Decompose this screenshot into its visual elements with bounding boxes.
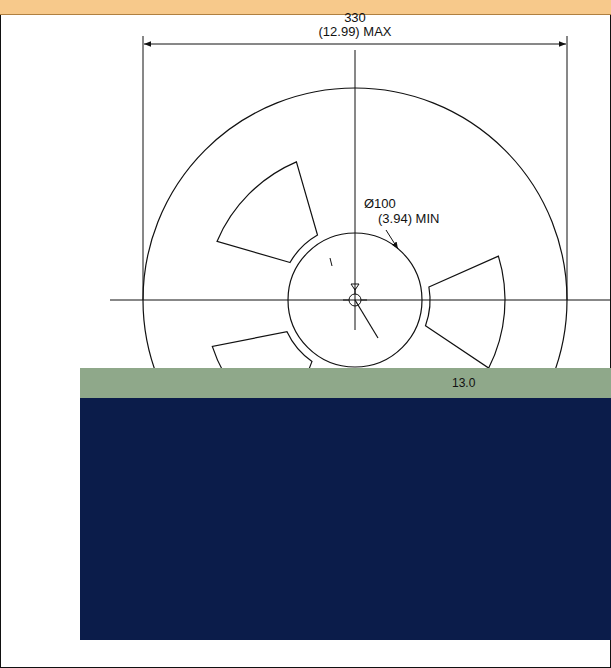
frame <box>1 15 611 668</box>
header-band <box>0 0 611 14</box>
dimension-value: (3.94) MIN <box>378 211 439 226</box>
reel-window <box>426 256 505 368</box>
center-line <box>355 50 356 330</box>
center-line <box>110 300 611 301</box>
reel-window <box>217 162 318 263</box>
extension-line <box>143 36 144 300</box>
cover-block <box>80 398 611 640</box>
dimension-value: (12.99) MAX <box>319 24 392 39</box>
dimension-value: 330 <box>344 10 366 25</box>
extension-line <box>567 36 568 300</box>
leader-line <box>386 230 398 249</box>
dimension-value: Ø100 <box>364 196 396 211</box>
hub-line <box>355 300 378 338</box>
header-rule <box>0 14 611 15</box>
dimension-line <box>144 44 566 45</box>
dimension-value: 13.0 <box>452 376 475 391</box>
cover-band <box>80 368 611 398</box>
hub-notch <box>330 258 332 266</box>
